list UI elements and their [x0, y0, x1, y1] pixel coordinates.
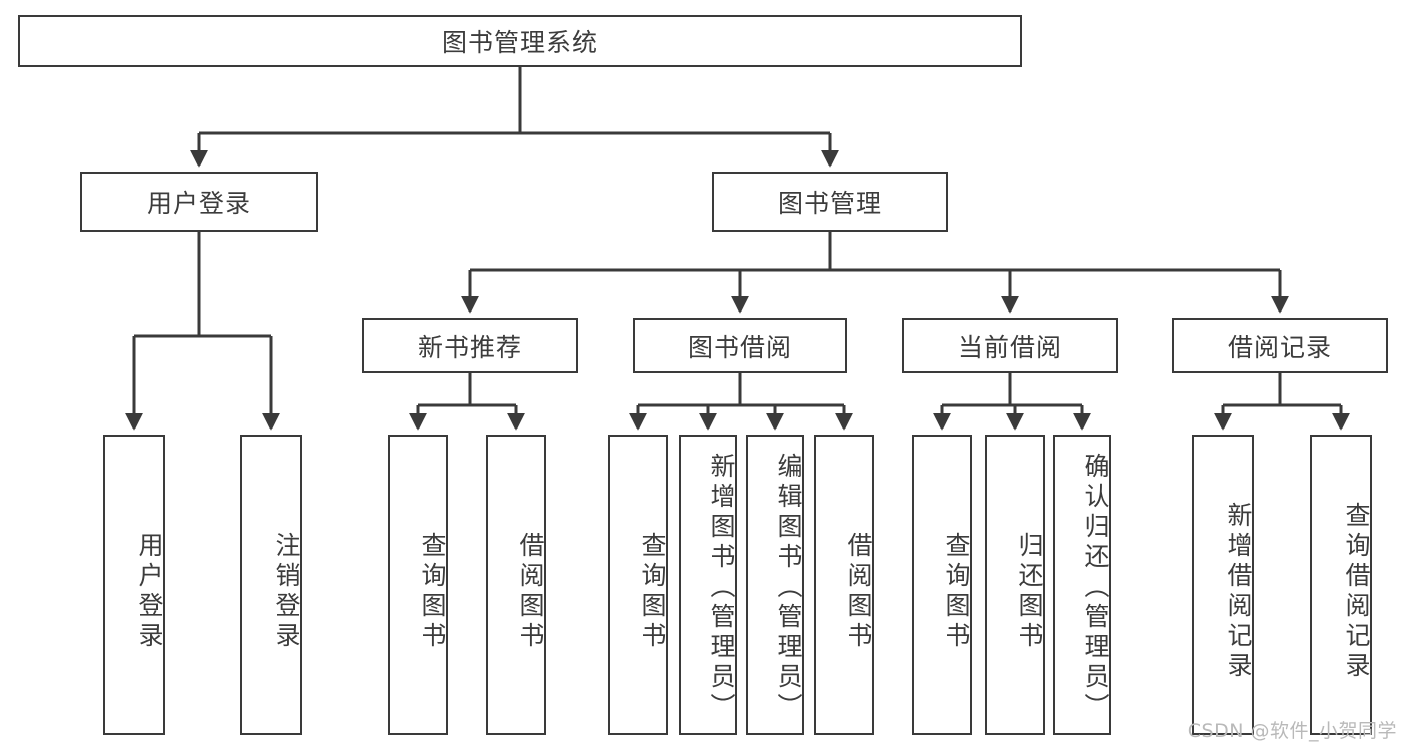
node-leaf-query-book-new[interactable]: 查询图书 [388, 435, 448, 735]
node-leaf-query-record-label: 查询借阅记录 [1342, 502, 1371, 682]
node-leaf-add-book-label: 新增图书（管理员） [707, 453, 736, 723]
node-borrow-record-label: 借阅记录 [1227, 332, 1332, 362]
node-book-borrow[interactable]: 图书借阅 [633, 318, 847, 373]
node-leaf-logout-label: 注销登录 [272, 532, 301, 652]
node-book-management-label: 图书管理 [777, 189, 882, 218]
node-leaf-borrow-book-new-label: 借阅图书 [516, 532, 545, 652]
node-current-borrow[interactable]: 当前借阅 [902, 318, 1118, 373]
node-leaf-user-login[interactable]: 用户登录 [103, 435, 165, 735]
node-leaf-logout[interactable]: 注销登录 [240, 435, 302, 735]
node-leaf-user-login-label: 用户登录 [135, 532, 164, 652]
node-book-management[interactable]: 图书管理 [712, 172, 948, 232]
node-leaf-query-book-new-label: 查询图书 [418, 532, 447, 652]
node-leaf-add-record-label: 新增借阅记录 [1224, 502, 1253, 682]
node-leaf-return-book[interactable]: 归还图书 [985, 435, 1045, 735]
node-new-book-recommend-label: 新书推荐 [417, 332, 522, 362]
node-current-borrow-label: 当前借阅 [957, 332, 1062, 362]
node-leaf-add-record[interactable]: 新增借阅记录 [1192, 435, 1254, 735]
node-leaf-return-book-label: 归还图书 [1015, 532, 1044, 652]
node-leaf-query-record[interactable]: 查询借阅记录 [1310, 435, 1372, 735]
node-root-label: 图书管理系统 [441, 28, 598, 57]
node-leaf-edit-book[interactable]: 编辑图书（管理员） [746, 435, 804, 735]
node-leaf-confirm-return[interactable]: 确认归还（管理员） [1053, 435, 1111, 735]
node-user-login[interactable]: 用户登录 [80, 172, 318, 232]
node-borrow-record[interactable]: 借阅记录 [1172, 318, 1388, 373]
node-leaf-confirm-return-label: 确认归还（管理员） [1081, 453, 1110, 723]
node-user-login-label: 用户登录 [146, 189, 251, 218]
node-leaf-query-book-current-label: 查询图书 [942, 532, 971, 652]
node-root[interactable]: 图书管理系统 [18, 15, 1022, 67]
node-leaf-edit-book-label: 编辑图书（管理员） [774, 453, 803, 723]
node-leaf-borrow-book-label: 借阅图书 [844, 532, 873, 652]
node-leaf-query-book-borrow[interactable]: 查询图书 [608, 435, 668, 735]
node-new-book-recommend[interactable]: 新书推荐 [362, 318, 578, 373]
node-leaf-query-book-current[interactable]: 查询图书 [912, 435, 972, 735]
node-leaf-query-book-borrow-label: 查询图书 [638, 532, 667, 652]
node-leaf-borrow-book-new[interactable]: 借阅图书 [486, 435, 546, 735]
node-leaf-add-book[interactable]: 新增图书（管理员） [679, 435, 737, 735]
node-book-borrow-label: 图书借阅 [687, 332, 792, 362]
node-leaf-borrow-book[interactable]: 借阅图书 [814, 435, 874, 735]
watermark: CSDN @软件_小贺同学 [1187, 720, 1397, 742]
